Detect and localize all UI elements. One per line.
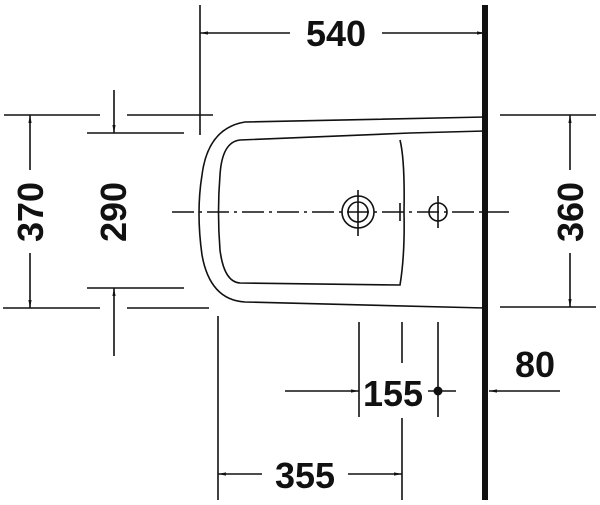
dim-370: 370 bbox=[10, 182, 51, 242]
dim-155: 155 bbox=[363, 373, 423, 414]
dim-355: 355 bbox=[275, 455, 335, 496]
dim-80: 80 bbox=[515, 344, 555, 385]
dim-290: 290 bbox=[93, 182, 134, 242]
dim-540: 540 bbox=[306, 13, 366, 54]
bidet-bowl-outline bbox=[217, 130, 486, 286]
dim-360: 360 bbox=[550, 182, 591, 242]
bidet-outer-outline bbox=[198, 116, 486, 309]
